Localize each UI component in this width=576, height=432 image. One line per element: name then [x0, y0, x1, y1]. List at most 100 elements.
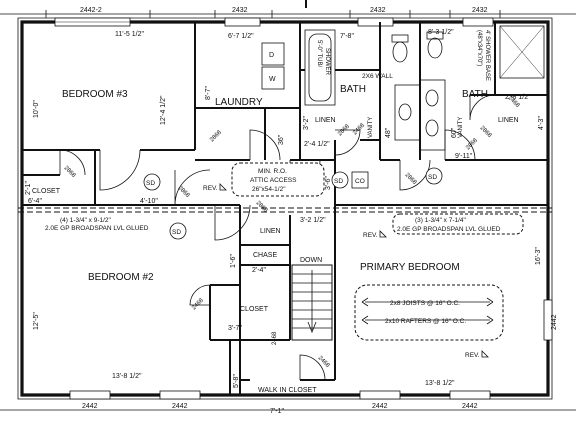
dim-laundry-h: 8'-7" — [205, 86, 212, 100]
shower-base-note-1: 4' SHOWER BASE — [484, 30, 490, 81]
tub-label-2: SHOWER — [324, 48, 330, 76]
beam-left-1: (4) 1-3/4" x 9-1/2" — [60, 217, 112, 224]
exterior-walls — [17, 17, 553, 400]
door-label: 2468 — [317, 355, 331, 369]
stair-down-label: DOWN — [300, 257, 322, 264]
dim-closet1-h: 2'-1" — [25, 181, 32, 195]
beam-right-2: 2.0E GP BROADSPAN LVL GLUED — [397, 226, 501, 233]
window-label: 2442 — [551, 314, 558, 330]
dim-bath2-w: 8'-3 1/2" — [428, 29, 454, 36]
dim-linen-w: 3'-2 1/2" — [300, 217, 326, 224]
attic-note-1: MIN. R.O. — [258, 168, 287, 175]
door-swings — [59, 94, 496, 381]
dim-bath1-w: 7'-8" — [340, 33, 354, 40]
co-detector-label: CO — [355, 178, 365, 185]
washer-label: W — [269, 76, 276, 83]
door-label: 2868 — [479, 125, 493, 139]
dim-bath2-w2: 9'-11" — [455, 153, 473, 160]
rev-mark: REV. — [465, 352, 480, 359]
window-label: 2442 — [462, 403, 478, 410]
notes: MIN. R.O. ATTIC ACCESS 26"x54-1/2" (4) 1… — [45, 30, 524, 359]
door-label: 2868 — [177, 185, 191, 199]
detectors: SD SD SD CO SD — [143, 167, 443, 240]
rafters-note: 2x10 RAFTERS @ 16" O.C. — [385, 318, 466, 325]
room-bedroom-3: BEDROOM #3 — [62, 89, 128, 100]
dim-vanity3-d: 60" — [451, 127, 458, 138]
room-bedroom-2: BEDROOM #2 — [88, 272, 154, 283]
window-label: 2442 — [82, 403, 98, 410]
smoke-detector-label: SD — [428, 174, 437, 181]
smoke-detector-label: SD — [146, 180, 155, 187]
room-labels: BEDROOM #3 BEDROOM #2 PRIMARY BEDROOM LA… — [32, 84, 519, 394]
rev-mark: REV. — [363, 232, 378, 239]
smoke-detector-label: SD — [334, 178, 343, 185]
room-closet-2: CLOSET — [240, 306, 269, 313]
dim-primary-h: 16'-3" — [535, 247, 542, 265]
door-label: 2868 — [209, 129, 223, 143]
beam-right-1: (3) 1-3/4" x 7-1/4" — [415, 217, 467, 224]
door-label: 2868 — [404, 172, 418, 186]
attic-note-2: ATTIC ACCESS — [250, 177, 297, 184]
dim-bed2-h: 12'-5" — [33, 312, 40, 330]
beam-line — [18, 207, 552, 213]
dim-walkin-h: 5'-8" — [233, 374, 240, 388]
dim-bed2-w: 13'-8 1/2" — [112, 373, 142, 380]
vanity-labels: VANITY VANITY — [368, 117, 464, 138]
beam-left-2: 2.0E GP BROADSPAN LVL GLUED — [45, 225, 149, 232]
joists-note: 2x8 JOISTS @ 16" O.C. — [390, 300, 460, 307]
room-chase: CHASE — [253, 252, 277, 259]
wall-note: 2X6 WALL — [362, 73, 393, 80]
dim-chase-h: 1'-6" — [230, 254, 237, 268]
dim-walkin-w: 7'-1" — [270, 408, 284, 415]
dryer-label: D — [269, 52, 274, 59]
vanity-label: VANITY — [368, 117, 374, 138]
stairs: DOWN — [291, 257, 333, 341]
door-label: 2468 — [191, 297, 205, 311]
window-label: 2432 — [472, 7, 488, 14]
dim-bath2-small: 2'-8 1/2" — [505, 94, 531, 101]
window-label: 2432 — [232, 7, 248, 14]
door-label: 2468 — [272, 331, 278, 345]
dim-bath2-h: 4'-3" — [538, 116, 545, 130]
dim-shower-d: 3'-6" — [325, 176, 332, 190]
room-linen-2: LINEN — [315, 117, 336, 124]
dim-closet2-w: 3'-7" — [228, 325, 242, 332]
dim-vanity1-d: 36" — [278, 134, 285, 145]
attic-note-3: 26"x54-1/2" — [252, 186, 286, 193]
dim-primary-w: 13'-8 1/2" — [425, 380, 455, 387]
fixtures: D W 5'-0" TUB/ SHOWER — [261, 25, 545, 151]
dim-hall-w: 4'-10" — [140, 198, 158, 205]
room-primary-bedroom: PRIMARY BEDROOM — [360, 262, 460, 273]
dimensions: 11'-5 1/2" 10'-0" 12'-4 1/2" 6'-7 1/2" 8… — [25, 29, 545, 415]
smoke-detector-label: SD — [172, 229, 181, 236]
room-bath-1: BATH — [340, 84, 366, 95]
rev-mark: REV. — [203, 185, 218, 192]
room-linen-3: LINEN — [498, 117, 519, 124]
window-label: 2442 — [172, 403, 188, 410]
window-label: 2432 — [370, 7, 386, 14]
dim-bed3-h: 10'-0" — [33, 100, 40, 118]
window-label: 2442 — [372, 403, 388, 410]
room-walk-in-closet: WALK IN CLOSET — [258, 387, 317, 394]
dim-closet1-w: 6'-4" — [28, 198, 42, 205]
dim-linen1-w: 2'-4 1/2" — [304, 141, 330, 148]
room-linen-1: LINEN — [260, 228, 281, 235]
dim-chase-w: 2'-4" — [252, 267, 266, 274]
vanity-label: VANITY — [458, 117, 464, 138]
dim-bed3-h2: 12'-4 1/2" — [160, 95, 167, 125]
dim-laundry-w: 6'-7 1/2" — [228, 33, 254, 40]
window-label: 2442-2 — [80, 7, 102, 14]
bottom-window-strip: 2442 2442 2442 2442 2442 — [0, 314, 576, 411]
door-label: 2468 — [352, 122, 366, 136]
dim-linen1-h: 3'-2" — [303, 116, 310, 130]
dim-vanity2-d: 48" — [385, 127, 392, 138]
shower-base-note-2: (48"x34"x70") — [476, 30, 482, 66]
top-window-strip: 2442-2 2432 2432 2432 — [0, 0, 576, 18]
room-bath-2: BATH — [462, 89, 488, 100]
door-label: 2868 — [63, 165, 77, 179]
dim-bed3-w: 11'-5 1/2" — [115, 31, 145, 38]
tub-label: 5'-0" TUB/ — [316, 40, 322, 68]
room-closet-1: CLOSET — [32, 188, 61, 195]
room-laundry: LAUNDRY — [215, 97, 263, 108]
